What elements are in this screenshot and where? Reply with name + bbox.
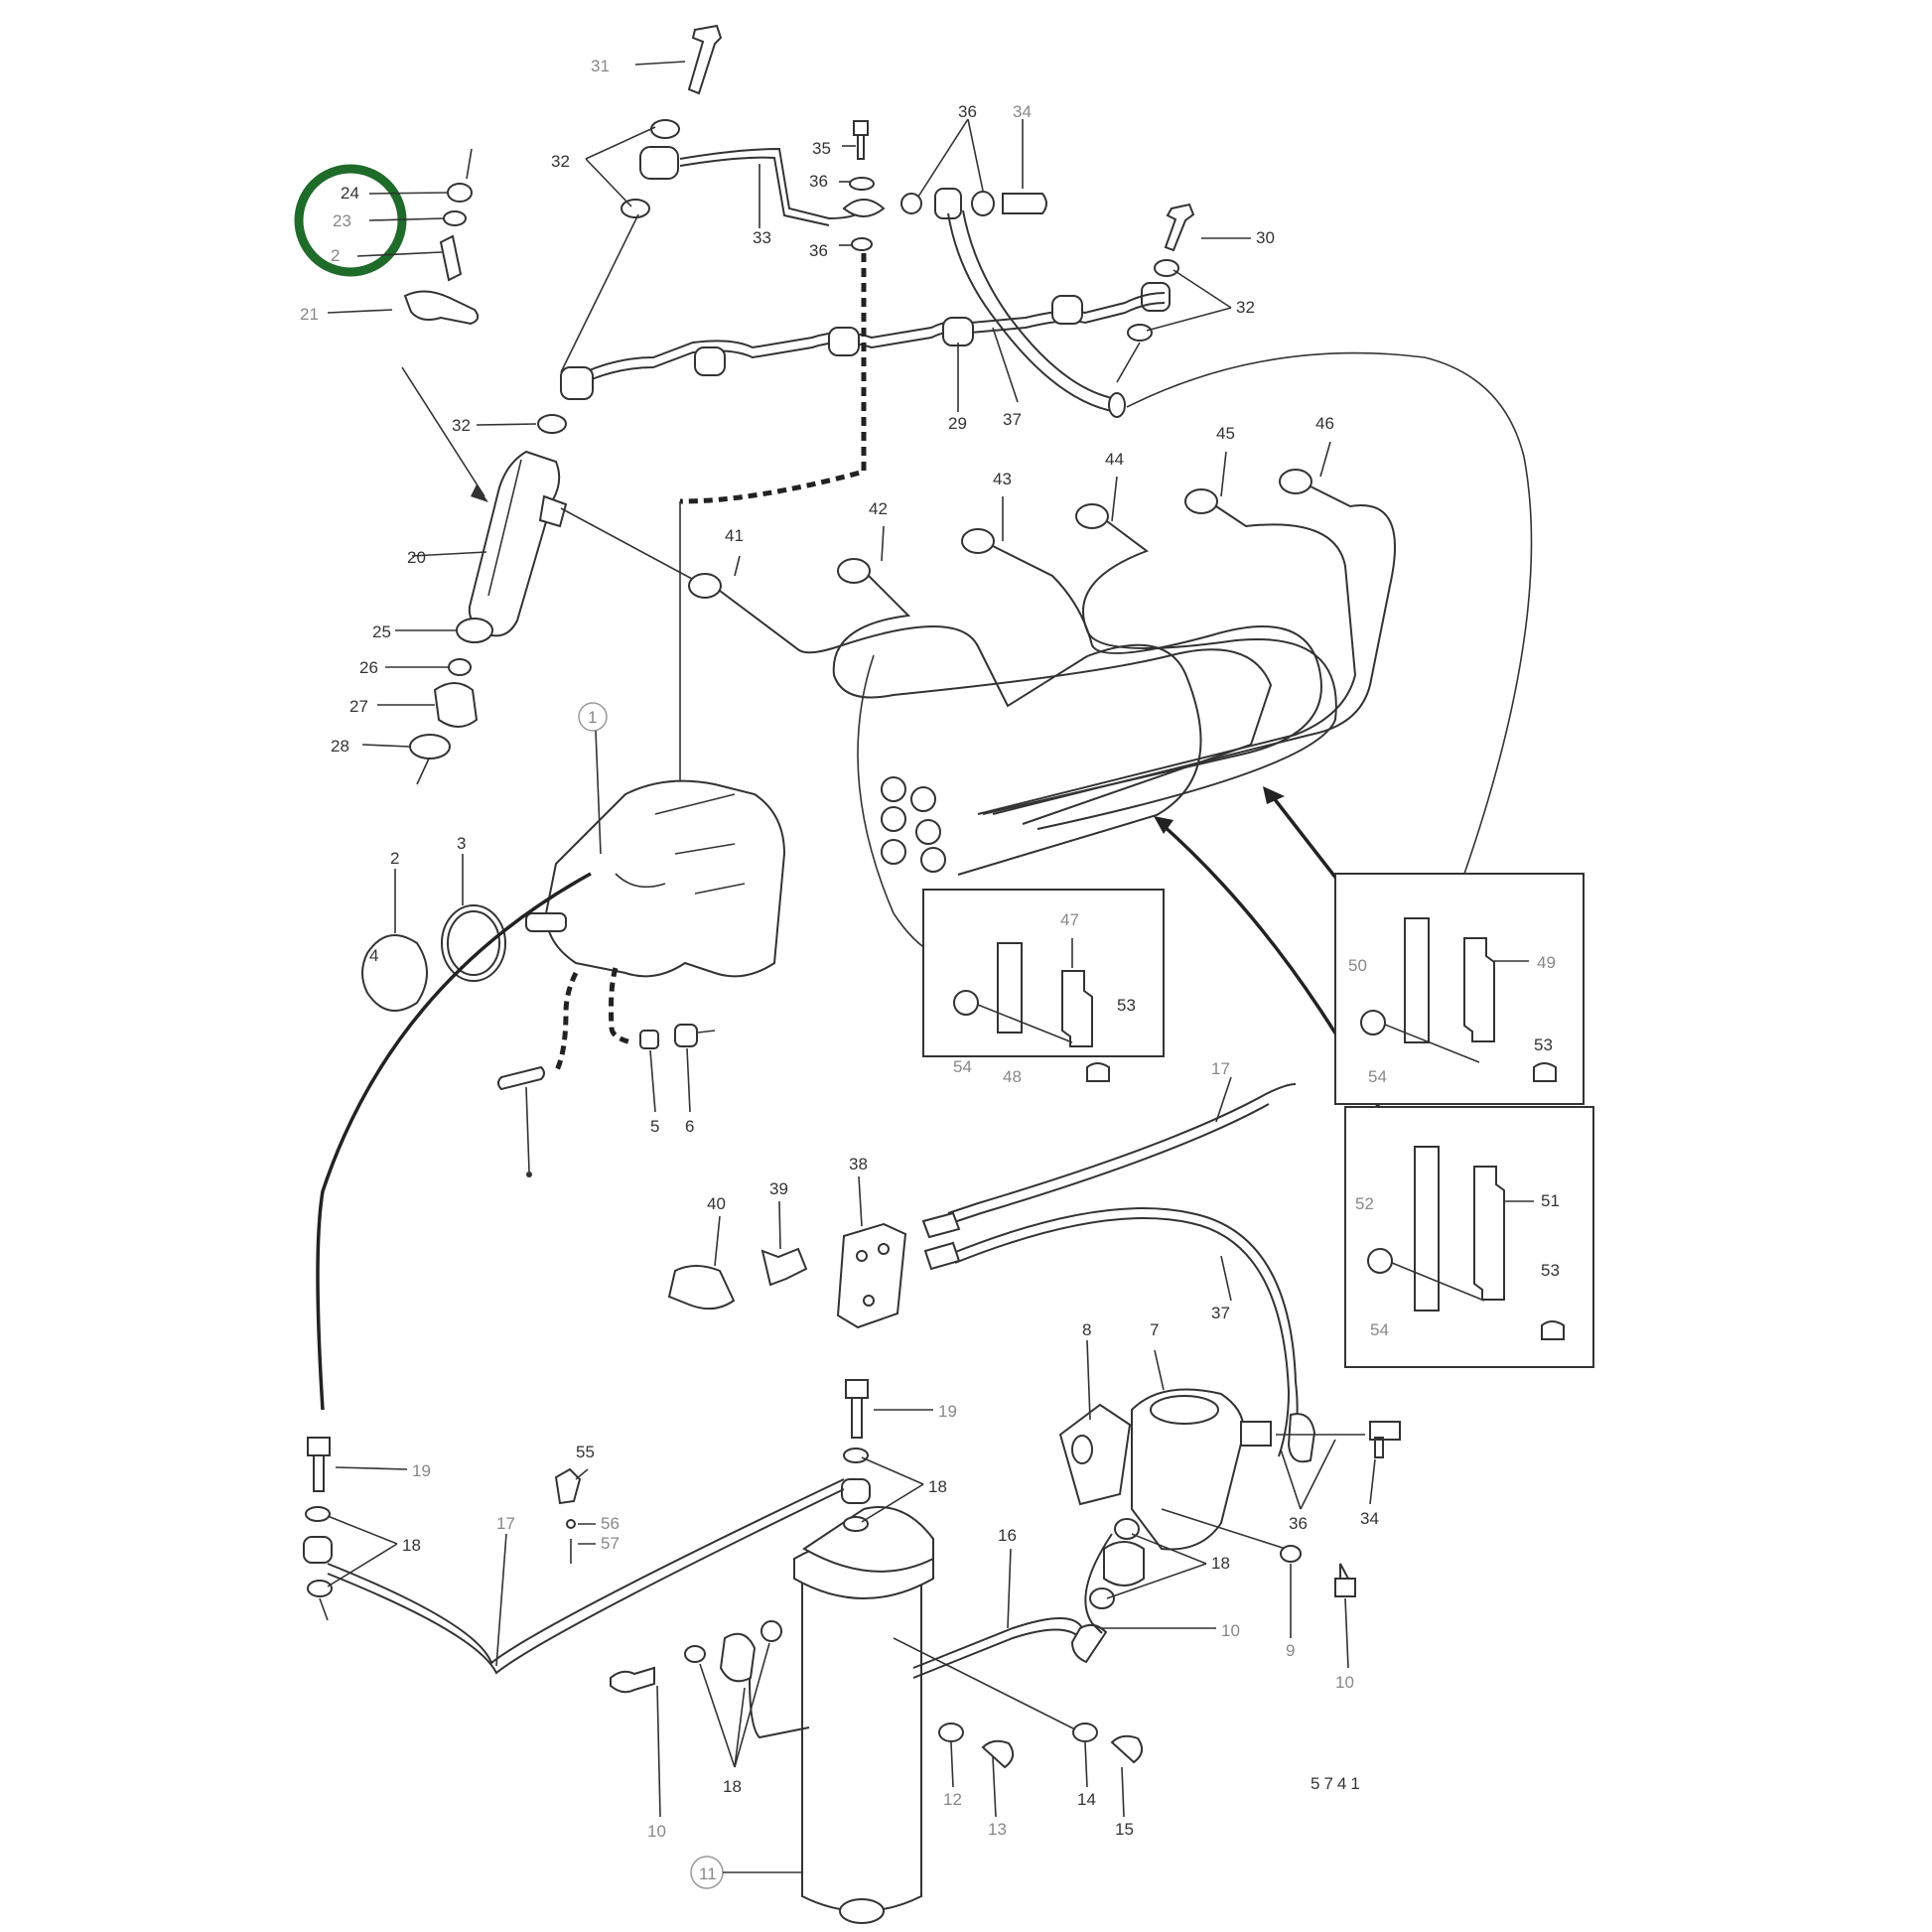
feed-pump xyxy=(1058,1339,1401,1669)
label-25: 25 xyxy=(372,622,391,641)
label-52: 52 xyxy=(1355,1194,1374,1213)
label-54: 54 xyxy=(953,1057,972,1076)
label-13: 13 xyxy=(988,1820,1007,1839)
label-47: 47 xyxy=(1060,910,1079,929)
label-18: 18 xyxy=(402,1536,421,1555)
label-34: 34 xyxy=(1360,1509,1379,1528)
label-55: 55 xyxy=(576,1443,595,1461)
clamp-inset-right-top xyxy=(1334,873,1585,1105)
label-23: 23 xyxy=(333,211,351,230)
label-41: 41 xyxy=(725,526,744,545)
label-53: 53 xyxy=(1541,1261,1560,1280)
label-46: 46 xyxy=(1315,414,1334,433)
label-53: 53 xyxy=(1117,996,1136,1015)
label-32: 32 xyxy=(1236,298,1255,317)
label-54: 54 xyxy=(1370,1320,1389,1339)
label-45: 45 xyxy=(1216,424,1235,443)
highlight-circle xyxy=(294,164,407,277)
clamp-inset-right-bottom xyxy=(1344,1106,1594,1368)
label-2: 2 xyxy=(390,849,399,868)
part-labels: 31 32 33 35 36 36 36 34 30 32 24 23 2 21… xyxy=(300,57,1560,1883)
label-4: 4 xyxy=(369,946,378,965)
label-21: 21 xyxy=(300,305,319,324)
label-54: 54 xyxy=(1368,1067,1387,1086)
label-12: 12 xyxy=(943,1790,962,1809)
drawing-number: 5741 xyxy=(1311,1774,1364,1793)
label-53: 53 xyxy=(1534,1035,1553,1054)
label-34: 34 xyxy=(1013,102,1032,121)
label-10: 10 xyxy=(647,1822,666,1841)
label-37: 37 xyxy=(1003,410,1022,429)
label-32: 32 xyxy=(551,152,570,171)
label-19: 19 xyxy=(938,1402,957,1421)
label-35: 35 xyxy=(812,139,831,158)
label-14: 14 xyxy=(1077,1790,1096,1809)
label-50: 50 xyxy=(1348,956,1367,975)
label-37: 37 xyxy=(1211,1304,1230,1322)
label-30: 30 xyxy=(1256,228,1275,247)
label-51: 51 xyxy=(1541,1191,1560,1210)
return-line-assembly xyxy=(560,24,1533,875)
label-33: 33 xyxy=(753,228,771,247)
label-27: 27 xyxy=(349,697,368,716)
label-18: 18 xyxy=(723,1777,742,1796)
label-18: 18 xyxy=(1211,1554,1230,1573)
label-7: 7 xyxy=(1150,1320,1159,1339)
label-1: 1 xyxy=(588,708,597,727)
label-18: 18 xyxy=(928,1477,947,1496)
label-24: 24 xyxy=(341,184,359,203)
label-17: 17 xyxy=(496,1514,515,1533)
label-15: 15 xyxy=(1115,1820,1134,1839)
label-36: 36 xyxy=(1289,1514,1308,1533)
label-48: 48 xyxy=(1003,1067,1022,1086)
label-39: 39 xyxy=(769,1179,788,1198)
label-10: 10 xyxy=(1335,1673,1354,1692)
label-16: 16 xyxy=(998,1526,1017,1545)
label-17: 17 xyxy=(1211,1059,1230,1078)
injector-assembly xyxy=(294,148,706,785)
label-3: 3 xyxy=(457,834,466,853)
label-5: 5 xyxy=(650,1117,659,1136)
label-36: 36 xyxy=(809,172,828,191)
fuel-filter-assembly xyxy=(303,1379,1216,1924)
label-38: 38 xyxy=(849,1155,868,1173)
label-19: 19 xyxy=(412,1461,431,1480)
label-31: 31 xyxy=(591,57,610,75)
label-8: 8 xyxy=(1082,1320,1091,1339)
label-20: 20 xyxy=(407,548,426,567)
label-40: 40 xyxy=(707,1194,726,1213)
label-29: 29 xyxy=(948,414,967,433)
label-6: 6 xyxy=(685,1117,694,1136)
label-22: 2 xyxy=(331,246,340,265)
label-56: 56 xyxy=(601,1514,620,1533)
label-26: 26 xyxy=(359,658,378,677)
label-11: 11 xyxy=(699,1864,717,1883)
label-42: 42 xyxy=(869,499,888,518)
label-36: 36 xyxy=(809,241,828,260)
label-10: 10 xyxy=(1221,1621,1240,1640)
clamp-inset-left xyxy=(922,889,1165,1082)
injection-pump xyxy=(316,702,786,1411)
fuel-block-assembly xyxy=(667,1076,1299,1457)
label-44: 44 xyxy=(1105,450,1124,469)
label-57: 57 xyxy=(601,1534,620,1553)
high-pressure-lines xyxy=(688,441,1461,1282)
label-36: 36 xyxy=(958,102,977,121)
label-9: 9 xyxy=(1286,1641,1295,1660)
label-28: 28 xyxy=(331,737,349,756)
label-49: 49 xyxy=(1537,953,1556,972)
label-43: 43 xyxy=(993,470,1012,488)
label-32: 32 xyxy=(452,416,471,435)
